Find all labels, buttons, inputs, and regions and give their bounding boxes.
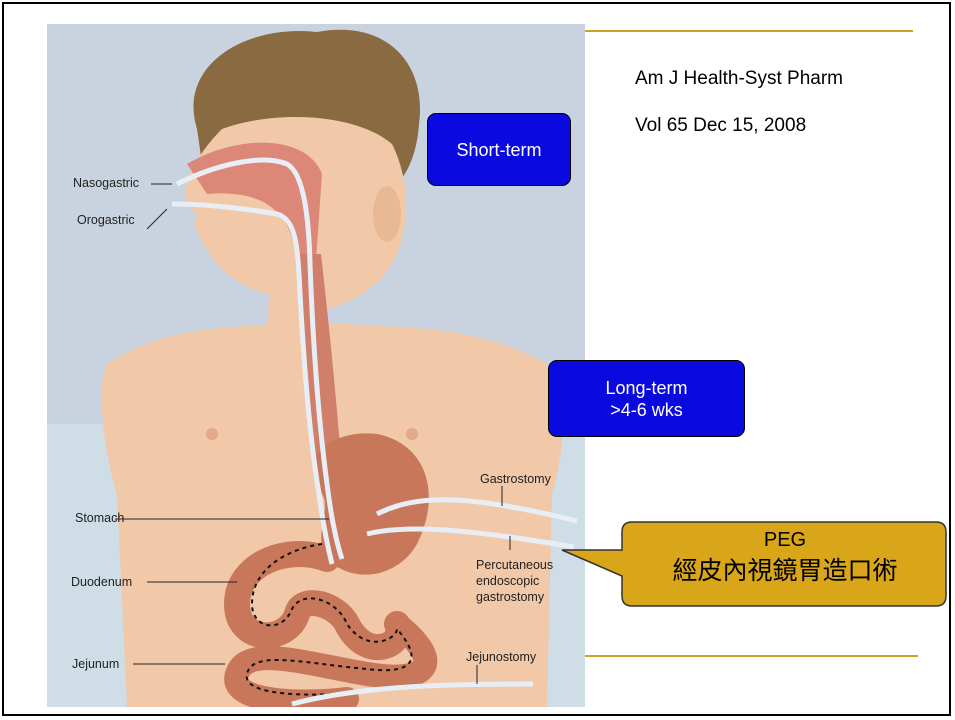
citation-journal: Am J Health-Syst Pharm	[635, 68, 843, 90]
label-percutaneous-2: endoscopic	[476, 574, 539, 588]
bottom-accent-line	[585, 655, 918, 657]
label-percutaneous-3: gastrostomy	[476, 590, 544, 604]
long-term-label: Long-term	[605, 377, 687, 399]
long-term-box: Long-term >4-6 wks	[548, 360, 745, 437]
peg-chinese: 經皮內視鏡胃造口術	[625, 554, 945, 588]
label-percutaneous-1: Percutaneous	[476, 558, 553, 572]
label-duodenum: Duodenum	[71, 575, 132, 589]
label-gastrostomy: Gastrostomy	[480, 472, 551, 486]
label-jejunum: Jejunum	[72, 657, 119, 671]
top-accent-line	[585, 30, 913, 32]
label-stomach: Stomach	[75, 511, 124, 525]
short-term-box: Short-term	[427, 113, 571, 186]
nipple-right	[406, 428, 418, 440]
label-orogastric: Orogastric	[77, 213, 135, 227]
peg-title: PEG	[625, 528, 945, 552]
label-nasogastric: Nasogastric	[73, 176, 139, 190]
long-term-duration: >4-6 wks	[610, 399, 683, 421]
peg-callout-text: PEG 經皮內視鏡胃造口術	[625, 528, 945, 588]
short-term-label: Short-term	[456, 139, 541, 161]
label-jejunostomy: Jejunostomy	[466, 650, 536, 664]
nipple-left	[206, 428, 218, 440]
ear	[373, 186, 401, 242]
citation-volume: Vol 65 Dec 15, 2008	[635, 115, 806, 137]
